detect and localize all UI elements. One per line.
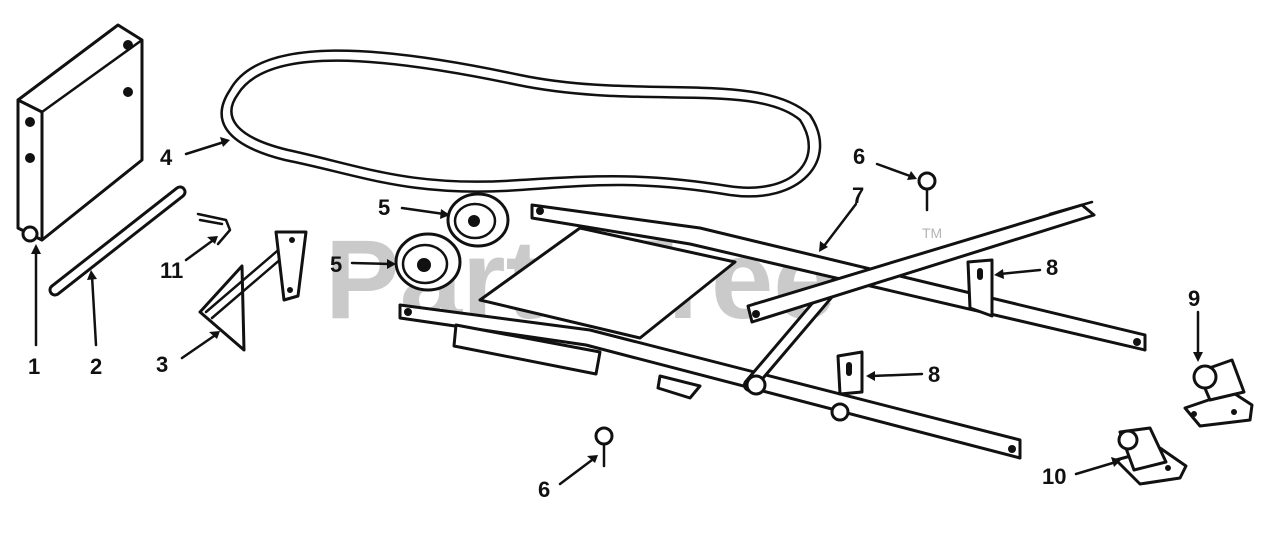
part-belt[interactable] xyxy=(220,49,822,198)
part-clip-lower[interactable] xyxy=(836,350,864,396)
part-plate-shaft[interactable] xyxy=(198,230,308,352)
watermark-trademark: TM xyxy=(922,225,942,241)
part-pulley-upper[interactable] xyxy=(446,192,510,248)
part-frame-lower-arm[interactable] xyxy=(398,303,1022,460)
callout-6a: 6 xyxy=(853,144,865,169)
callout-3: 3 xyxy=(156,352,168,377)
callout-labels: 1 2 3 4 5 5 6 6 7 8 8 9 10 11 xyxy=(28,144,1200,502)
callout-8b: 8 xyxy=(928,362,940,387)
part-lever-arm[interactable] xyxy=(746,200,1096,324)
part-eye-bolt-lower[interactable] xyxy=(594,426,614,468)
part-rod[interactable] xyxy=(48,185,187,297)
part-bracket-lower[interactable] xyxy=(1114,426,1188,486)
callout-7: 7 xyxy=(852,183,864,208)
callout-9: 9 xyxy=(1188,286,1200,311)
callout-6b: 6 xyxy=(538,477,550,502)
part-bracket-right[interactable] xyxy=(1183,358,1254,428)
part-pin[interactable] xyxy=(196,212,232,246)
callout-8a: 8 xyxy=(1046,255,1058,280)
part-clip-upper[interactable] xyxy=(966,258,994,318)
callout-4: 4 xyxy=(160,145,173,170)
callout-5a: 5 xyxy=(378,195,390,220)
callout-2: 2 xyxy=(90,354,102,379)
callout-5b: 5 xyxy=(330,252,342,277)
part-eye-bolt-upper[interactable] xyxy=(917,171,937,212)
callout-11: 11 xyxy=(160,258,183,283)
part-pulley-lower[interactable] xyxy=(394,232,462,292)
callout-10: 10 xyxy=(1042,464,1066,489)
part-bracket-plate[interactable] xyxy=(16,23,144,243)
part-frame-guard[interactable] xyxy=(452,323,602,376)
leader-lines xyxy=(31,137,1203,486)
callout-1: 1 xyxy=(28,354,40,379)
part-frame-plate[interactable] xyxy=(478,226,737,340)
